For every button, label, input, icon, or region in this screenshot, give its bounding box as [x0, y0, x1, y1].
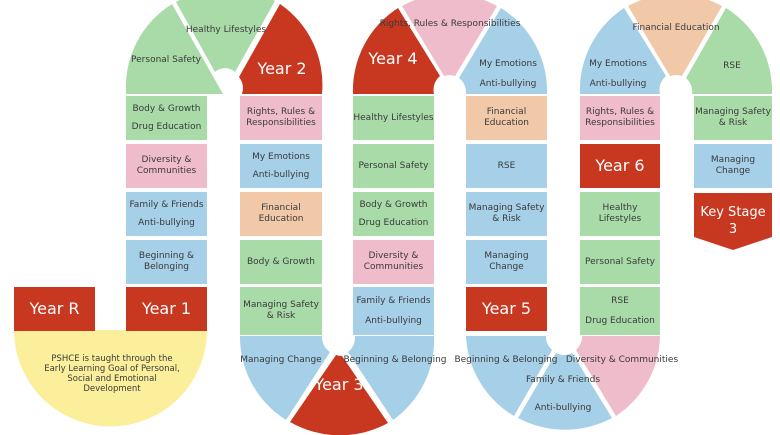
arc-my-emotions [459, 8, 548, 94]
arc-label-diversity: Diversity & Communities [566, 355, 679, 365]
arc-year-3 [290, 355, 388, 435]
arc-diversity-communities [576, 336, 660, 416]
arc-family-friends [518, 353, 612, 430]
arc-year-2 [239, 4, 323, 94]
arc-label-rights-rules: Rights, Rules & Responsibilities [380, 19, 521, 29]
year-1-tile: Year 1 [126, 287, 207, 331]
arc-label-managing-change: Managing Change [240, 355, 322, 365]
arc-managing-change [239, 336, 330, 420]
col2-financial-education: Financial Education [240, 192, 322, 236]
arc-rights-rules [402, 0, 497, 76]
key-stage-label: Key Stage [700, 205, 765, 220]
pshce-text: PSHCE is taught through the Early Learni… [44, 353, 180, 395]
arc-healthy-lifestyles [176, 0, 275, 72]
arc-personal-safety [125, 4, 223, 94]
arc-label-beginning-belonging: Beginning & Belonging [343, 355, 446, 365]
arc-my-emotions-2 [579, 8, 666, 94]
arc-label-healthy-lifestyles: Healthy Lifestyles [186, 25, 267, 35]
arc-label-financial-education: Financial Education [632, 23, 719, 33]
col2-managing-safety: Managing Safety & Risk [240, 287, 322, 335]
col3-personal-safety: Personal Safety [353, 144, 434, 188]
col4-rse: RSE [466, 144, 547, 188]
col4-managing-safety: Managing Safety & Risk [466, 192, 547, 236]
arc-label-personal-safety: Personal Safety [131, 55, 202, 65]
col1-beginning-belonging: Beginning & Belonging [126, 240, 207, 284]
arc-rse [686, 8, 773, 94]
col3-diversity: Diversity & Communities [353, 240, 434, 284]
arc-label-my-emotions-2: My Emotions [589, 59, 647, 69]
arc-label-rse: RSE [723, 61, 741, 71]
col2-body-growth: Body & Growth [240, 240, 322, 284]
arc-label-anti-bullying-2: Anti-bullying [590, 79, 647, 89]
arc-financial-education-2 [628, 0, 722, 76]
pshce-arc [14, 330, 207, 427]
arc-label-anti-bullying-3: Anti-bullying [535, 403, 592, 413]
arc-beginning-belonging-2 [348, 336, 435, 420]
year-r-tile: Year R [14, 287, 95, 331]
key-stage-3-arrow [694, 193, 772, 250]
arc-label-year-3: Year 3 [313, 375, 363, 394]
col6-managing-change: Managing Change [694, 144, 772, 188]
col5-personal-safety: Personal Safety [580, 240, 660, 284]
key-stage-number: 3 [729, 222, 737, 237]
arc-label-my-emotions: My Emotions [479, 59, 537, 69]
col3-healthy-lifestyles: Healthy Lifestyles [353, 96, 434, 140]
arc-label-year-2: Year 2 [256, 59, 306, 78]
arc-year-4 [352, 8, 440, 94]
col4-managing-change: Managing Change [466, 240, 547, 284]
arc-beginning-belonging-3 [466, 336, 552, 416]
arc-label-family-friends: Family & Friends [526, 375, 600, 385]
year-6-tile: Year 6 [580, 144, 660, 188]
col6-managing-safety: Managing Safety & Risk [694, 96, 772, 140]
col5-healthy-lifestyles: Healthy Lifestyles [580, 192, 660, 236]
arc-label-year-4: Year 4 [367, 49, 417, 68]
col1-diversity: Diversity & Communities [126, 144, 207, 188]
arc-label-beginning-belonging-3: Beginning & Belonging [454, 355, 557, 365]
col5-rights-rules: Rights, Rules & Responsibilities [580, 96, 660, 140]
col4-financial-education: Financial Education [466, 96, 547, 140]
col2-rights-rules: Rights, Rules & Responsibilities [240, 96, 322, 140]
year-5-tile: Year 5 [466, 287, 547, 331]
arc-label-anti-bullying: Anti-bullying [480, 79, 537, 89]
